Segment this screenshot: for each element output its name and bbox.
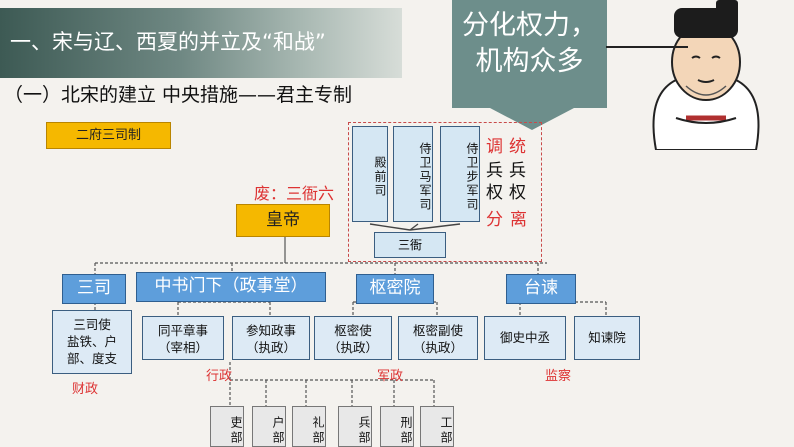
title-banner	[0, 8, 402, 78]
ministry-gong-works: 工部	[420, 406, 454, 447]
military-group-frame	[348, 122, 542, 262]
subsection-title: （一）北宋的建立 中央措施——君主专制	[4, 84, 353, 106]
ministry-hu-revenue: 户部	[252, 406, 286, 447]
callout-pointer-line	[606, 46, 688, 48]
shumi-fushi-box: 枢密副使 （执政）	[398, 316, 478, 360]
shumiyuan-box: 枢密院	[356, 274, 434, 304]
shumifu-line-2: （执政）	[412, 340, 463, 355]
finance-label: 财政	[72, 382, 99, 397]
taijian-box: 台谏	[506, 274, 576, 304]
tongbing-char-1: 统	[509, 137, 526, 157]
diaobing-char-2: 兵	[486, 161, 503, 181]
callout-tail	[490, 108, 574, 130]
section-title: 一、宋与辽、西夏的并立及“和战”	[10, 30, 326, 54]
tongping-line-1: 同平章事	[157, 323, 208, 338]
callout-box: 分化权力， 机构众多	[452, 0, 607, 108]
li-label: 离	[510, 210, 527, 230]
canzhi-line-1: 参知政事	[245, 323, 296, 338]
diaobing-char-1: 调	[486, 137, 503, 157]
ministry-li-rites: 礼部	[292, 406, 326, 447]
callout-line-2: 机构众多	[475, 46, 584, 77]
sansi-shi-line-3: 部、度支	[66, 351, 117, 366]
shiwei-bujun-si-box: 侍卫步军司	[440, 126, 480, 222]
song-official-illustration	[652, 0, 760, 150]
tongbing-char-3: 权	[509, 183, 526, 203]
sansi-shi-line-2: 盐铁、户	[66, 334, 117, 349]
sansi-shi-box: 三司使 盐铁、户 部、度支	[52, 310, 132, 374]
zhijianyuan-box: 知谏院	[574, 316, 640, 360]
fen-label: 分	[486, 210, 503, 230]
shiwei-majun-si-box: 侍卫马军司	[393, 126, 433, 222]
canzhi-zhengshi-box: 参知政事 （执政）	[232, 316, 310, 360]
ministry-xing-justice: 刑部	[380, 406, 414, 447]
zhongshu-menxia-box: 中书门下（政事堂）	[136, 272, 326, 302]
callout-line-1: 分化权力，	[462, 10, 597, 41]
tongbing-char-2: 兵	[509, 161, 526, 181]
sansi-box: 三司	[62, 274, 126, 304]
shumifu-line-1: 枢密副使	[412, 323, 463, 338]
diaobing-char-3: 权	[486, 183, 503, 203]
emperor-box: 皇帝	[236, 204, 330, 237]
ministry-li-personnel: 吏部	[210, 406, 244, 447]
shumi-shi-box: 枢密使 （执政）	[314, 316, 392, 360]
ministry-bing-war: 兵部	[338, 406, 372, 447]
administration-label: 行政	[206, 369, 233, 384]
sansi-shi-line-1: 三司使	[73, 317, 111, 332]
tongping-line-2: （宰相）	[157, 340, 208, 355]
shumishi-line-2: （执政）	[327, 340, 378, 355]
dianqian-si-box: 殿前司	[352, 126, 388, 222]
tongping-zhangshi-box: 同平章事 （宰相）	[142, 316, 224, 360]
supervision-label: 监察	[545, 369, 572, 384]
shumishi-line-1: 枢密使	[334, 323, 372, 338]
abolished-note: 废：三衙六	[254, 184, 335, 203]
yushi-zhongcheng-box: 御史中丞	[484, 316, 566, 360]
canzhi-line-2: （执政）	[245, 340, 296, 355]
system-tag: 二府三司制	[46, 122, 171, 149]
sanya-box: 三衙	[374, 232, 446, 258]
military-affairs-label: 军政	[377, 369, 404, 384]
